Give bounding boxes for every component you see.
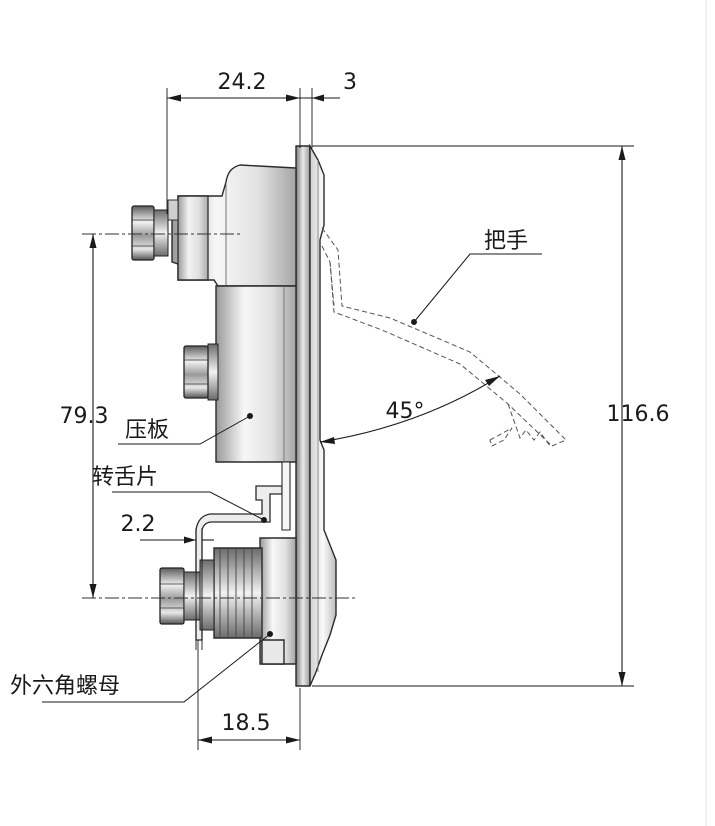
dim-handle-angle: 45° [319,375,501,444]
label-hex-nut-text: 外六角螺母 [10,674,120,699]
upper-housing [167,164,297,287]
dim-top-width: 24.2 [166,70,301,214]
label-hex-nut: 外六角螺母 [10,631,273,703]
label-pressure-plate: 压板 [118,413,253,445]
dim-hole-spacing-value: 79.3 [60,404,109,429]
dim-hole-spacing: 79.3 [60,234,109,598]
label-tongue-piece: 转舌片 [92,465,267,523]
label-tongue-piece-text: 转舌片 [92,465,158,490]
lower-cylinder [199,537,297,665]
pressure-plate-block [183,285,297,463]
dim-plate-thickness-value: 3 [343,70,357,95]
dim-tongue-offset-value: 2.2 [121,512,156,537]
dim-overall-height-value: 116.6 [607,402,670,427]
label-pressure-plate-text: 压板 [125,418,169,443]
dim-overall-height: 116.6 [312,145,670,687]
bezel-plate [295,143,337,687]
dim-top-width-value: 24.2 [218,70,267,95]
dim-tongue-offset: 2.2 [121,512,214,650]
dim-plate-thickness: 3 [300,70,357,148]
lower-hex-nut [159,567,201,625]
dim-nut-depth: 18.5 [197,640,301,750]
label-handle: 把手 [411,229,542,325]
dim-nut-depth-value: 18.5 [222,711,271,736]
upper-nut [131,205,169,261]
label-handle-text: 把手 [484,229,528,254]
center-lines [82,233,358,599]
handle-rotated-dashed [321,227,567,447]
dim-handle-angle-value: 45° [386,399,425,424]
